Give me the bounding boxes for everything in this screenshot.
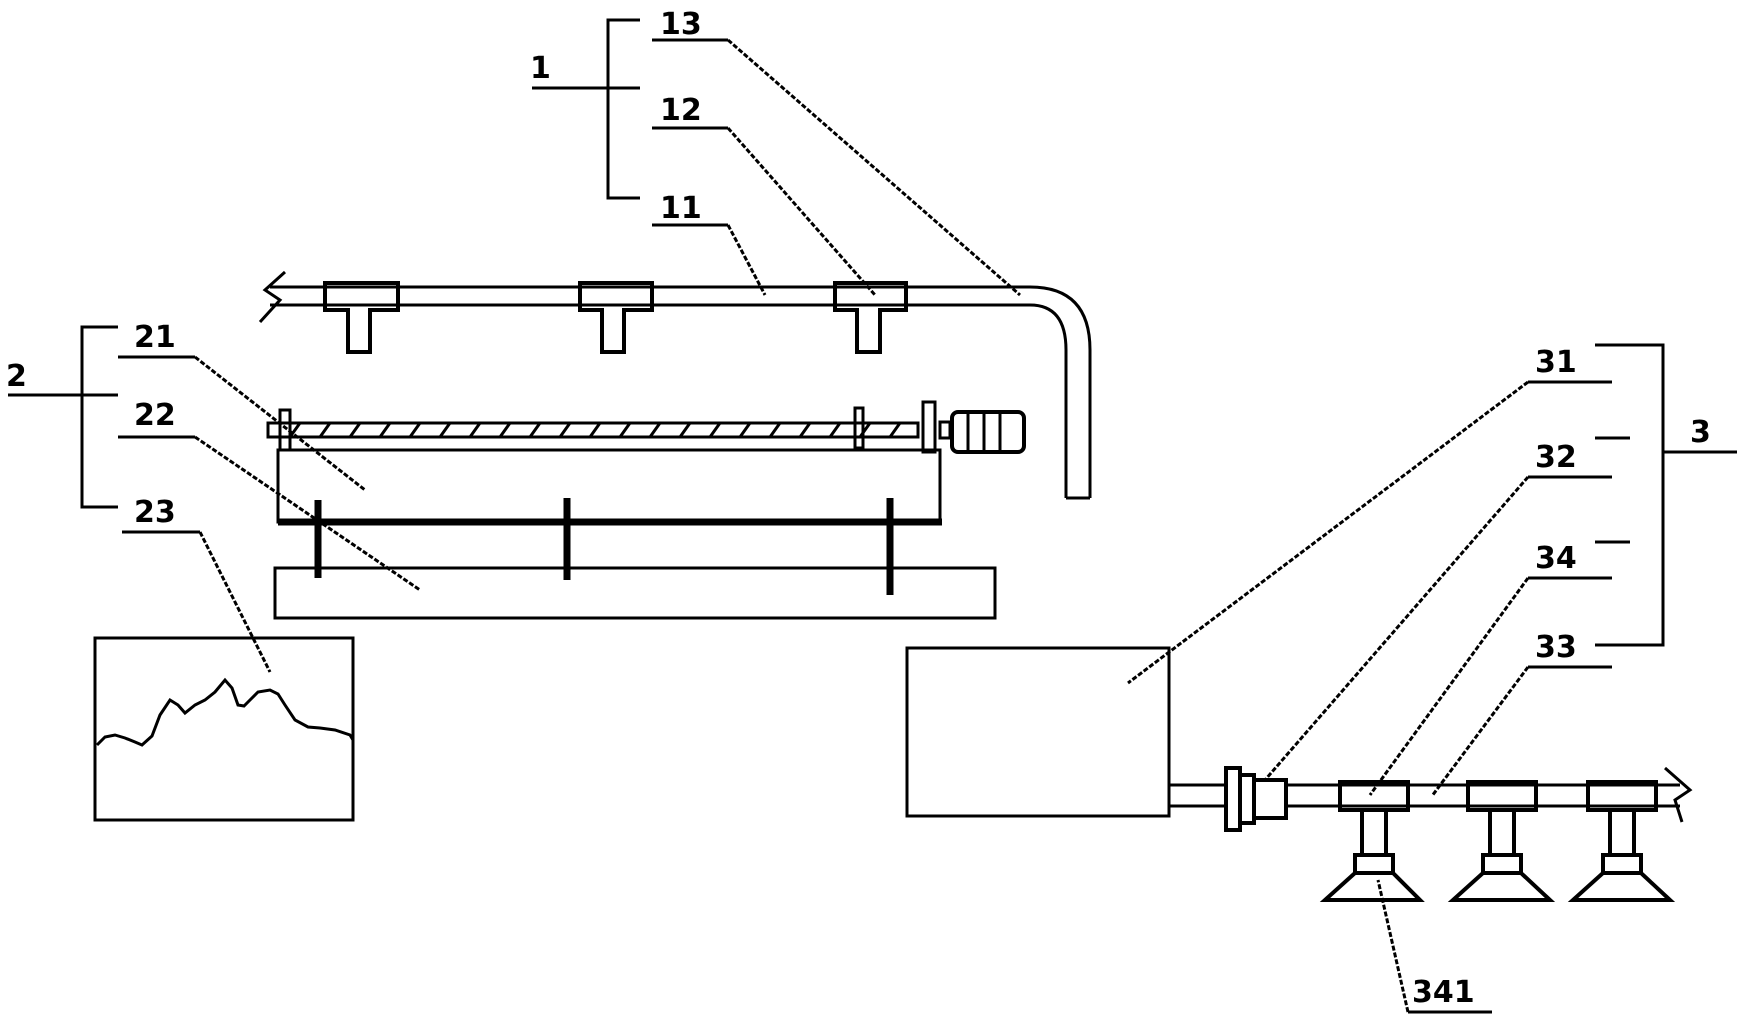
label-31: 31 <box>1535 345 1577 380</box>
shaft-support-left <box>278 408 292 452</box>
label-34: 34 <box>1535 541 1577 576</box>
tee-nozzle-12-a <box>323 281 400 354</box>
reference-labels: 13 1 12 11 21 2 22 23 31 3 32 34 33 341 <box>6 7 1711 1010</box>
screw-thread-hatching <box>288 422 902 438</box>
material-profile-curve <box>95 677 355 747</box>
label-12: 12 <box>660 93 702 128</box>
label-2: 2 <box>6 359 27 394</box>
nozzle-neck-c <box>1601 853 1643 875</box>
label-341: 341 <box>1412 975 1475 1010</box>
bracket-1-line <box>606 18 640 200</box>
bracket-2 <box>8 325 118 509</box>
leader-31 <box>1127 380 1529 685</box>
assembly-3-suction <box>905 646 1693 902</box>
valve-32 <box>1252 778 1288 820</box>
pipe-13-inner-bend <box>1029 303 1068 498</box>
valve-flange-right <box>1238 773 1256 825</box>
shaft-flange <box>921 400 937 454</box>
leader-23 <box>198 531 272 673</box>
pipe-break-symbol-left <box>258 270 287 324</box>
suction-cup-341-a <box>1319 871 1425 902</box>
leader-22 <box>194 435 421 592</box>
assembly-1-spray-pipe <box>258 270 1092 500</box>
nozzle-neck-b <box>1481 853 1523 875</box>
nozzle-stem-b <box>1488 808 1516 857</box>
leader-34 <box>1368 577 1530 796</box>
valve-flange-left <box>1224 766 1242 832</box>
leader-21 <box>194 355 366 492</box>
trough-21 <box>276 448 942 524</box>
pipe-13-outer-bend <box>1029 285 1092 498</box>
leader-32 <box>1263 476 1530 781</box>
tee-nozzle-12-c <box>833 281 908 354</box>
label-23: 23 <box>134 495 176 530</box>
bracket-1 <box>532 18 640 200</box>
nozzle-neck-a <box>1353 853 1395 875</box>
label-32: 32 <box>1535 440 1577 475</box>
nozzle-stem-a <box>1360 808 1388 857</box>
leader-33 <box>1430 666 1530 797</box>
label-13: 13 <box>660 7 702 42</box>
label-1: 1 <box>530 51 551 86</box>
tank-31 <box>905 646 1171 818</box>
material-box-23 <box>93 636 355 822</box>
leader-lines <box>118 38 1612 1014</box>
tee-nozzle-12-b <box>578 281 654 354</box>
label-21: 21 <box>134 320 176 355</box>
leader-11 <box>726 224 767 296</box>
leader-13 <box>727 38 1021 297</box>
bracket-2-line <box>80 325 118 509</box>
bracket-3-line <box>1595 343 1665 647</box>
platform-22 <box>273 566 997 620</box>
leader-12 <box>726 127 877 296</box>
shaft-support-right <box>853 406 865 450</box>
motor-coupling <box>938 420 952 440</box>
label-11: 11 <box>660 191 702 226</box>
assembly-2-conveyor <box>266 400 1026 620</box>
label-33: 33 <box>1535 630 1577 665</box>
bracket-3 <box>1595 343 1737 647</box>
box-23-frame <box>93 636 355 822</box>
pipe-break-symbol-right <box>1664 766 1693 823</box>
label-3: 3 <box>1690 415 1711 450</box>
screw-shaft <box>266 421 920 439</box>
label-22: 22 <box>134 398 176 433</box>
motor <box>950 410 1026 454</box>
leader-341 <box>1376 879 1410 1013</box>
nozzle-stem-c <box>1608 808 1636 857</box>
suction-cup-341-c <box>1567 871 1676 902</box>
suction-cup-341-b <box>1447 871 1556 902</box>
